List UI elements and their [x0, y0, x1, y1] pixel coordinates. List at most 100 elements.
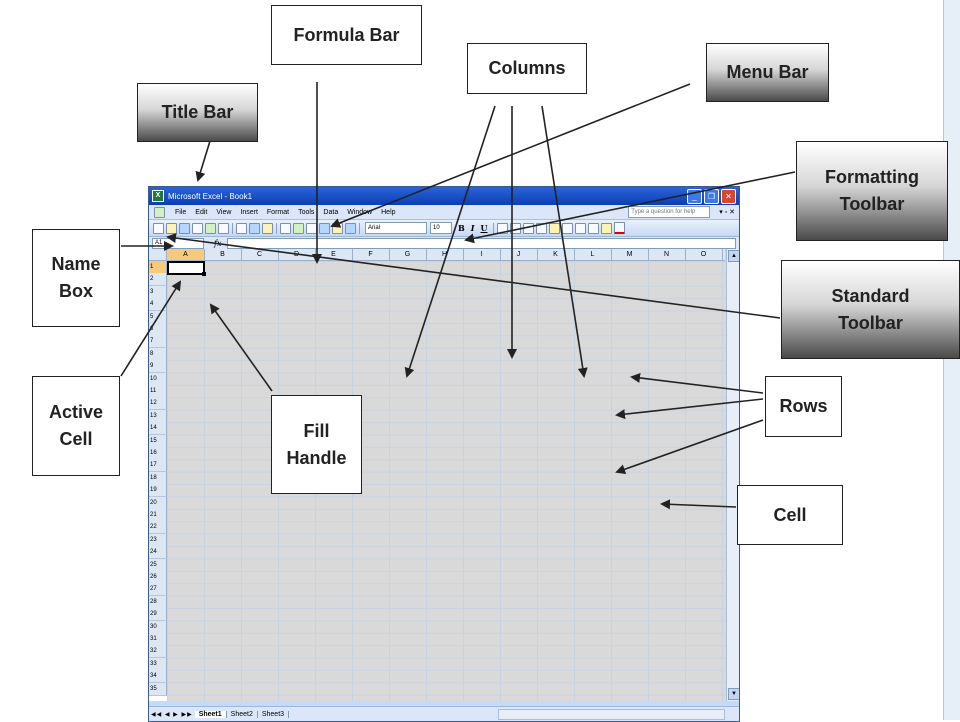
row-header-11[interactable]: 11 — [149, 385, 167, 398]
column-header-g[interactable]: G — [389, 249, 427, 260]
spelling-icon[interactable] — [218, 222, 229, 234]
name-box-input[interactable]: A1 — [152, 238, 204, 249]
column-header-f[interactable]: F — [352, 249, 390, 260]
row-header-12[interactable]: 12 — [149, 397, 167, 411]
font-size-select[interactable]: 10 — [430, 222, 452, 234]
align-right-icon[interactable] — [522, 222, 534, 234]
restore-icon[interactable]: ❐ — [704, 188, 719, 204]
row-header-22[interactable]: 22 — [149, 521, 167, 535]
row-header-5[interactable]: 5 — [149, 310, 167, 324]
align-center-icon[interactable] — [509, 222, 521, 234]
row-header-21[interactable]: 21 — [149, 509, 167, 522]
row-header-17[interactable]: 17 — [149, 459, 167, 473]
row-header-2[interactable]: 2 — [149, 273, 167, 287]
row-header-30[interactable]: 30 — [149, 620, 167, 634]
row-header-35[interactable]: 35 — [149, 682, 167, 696]
copy-icon[interactable] — [249, 222, 260, 234]
row-header-26[interactable]: 26 — [149, 571, 167, 584]
row-header-13[interactable]: 13 — [149, 409, 167, 423]
column-header-h[interactable]: H — [426, 249, 464, 260]
save-icon[interactable] — [179, 222, 190, 234]
menu-data[interactable]: Data — [323, 208, 339, 216]
row-header-28[interactable]: 28 — [149, 595, 167, 609]
help-icon[interactable] — [345, 222, 356, 234]
sheet-tab-2[interactable]: Sheet2 — [227, 710, 258, 718]
column-header-e[interactable]: E — [315, 249, 353, 260]
sheet-tab-1[interactable]: Sheet1 — [194, 710, 227, 718]
autosum-icon[interactable] — [306, 222, 317, 234]
cell-grid[interactable] — [167, 261, 725, 701]
row-header-14[interactable]: 14 — [149, 422, 167, 436]
fx-icon[interactable]: fx — [214, 239, 222, 248]
row-header-31[interactable]: 31 — [149, 633, 167, 646]
borders-icon[interactable] — [587, 222, 599, 234]
column-header-b[interactable]: B — [204, 249, 242, 260]
open-icon[interactable] — [166, 222, 177, 234]
menu-edit[interactable]: Edit — [195, 208, 208, 216]
horizontal-scrollbar[interactable] — [498, 708, 725, 720]
row-header-6[interactable]: 6 — [149, 323, 167, 336]
column-header-o[interactable]: O — [685, 249, 723, 260]
row-header-34[interactable]: 34 — [149, 670, 167, 684]
hyperlink-icon[interactable] — [293, 222, 304, 234]
merge-center-icon[interactable] — [535, 222, 547, 234]
column-header-d[interactable]: D — [278, 249, 316, 260]
column-header-n[interactable]: N — [648, 249, 686, 260]
new-icon[interactable] — [153, 222, 164, 234]
comma-icon[interactable] — [574, 222, 586, 234]
row-header-33[interactable]: 33 — [149, 657, 167, 671]
chart-wizard-icon[interactable] — [332, 222, 343, 234]
column-header-m[interactable]: M — [611, 249, 649, 260]
row-header-25[interactable]: 25 — [149, 558, 167, 572]
menu-view[interactable]: View — [216, 208, 232, 216]
row-header-3[interactable]: 3 — [149, 285, 167, 299]
row-header-8[interactable]: 8 — [149, 347, 167, 361]
row-header-27[interactable]: 27 — [149, 583, 167, 597]
align-left-icon[interactable] — [496, 222, 508, 234]
scroll-up-icon[interactable]: ▲ — [728, 250, 739, 262]
italic-button[interactable]: I — [470, 223, 475, 233]
active-cell[interactable] — [167, 261, 205, 275]
paste-icon[interactable] — [262, 222, 273, 234]
row-header-20[interactable]: 20 — [149, 496, 167, 510]
column-header-i[interactable]: I — [463, 249, 501, 260]
row-header-19[interactable]: 19 — [149, 484, 167, 498]
sheet-nav-icons[interactable]: ◀◀ ◀ ▶ ▶▶ — [151, 711, 193, 718]
menu-window[interactable]: Window — [347, 208, 373, 216]
fill-color-icon[interactable] — [600, 222, 612, 234]
minimize-icon[interactable]: _ — [687, 188, 702, 204]
formula-input[interactable] — [227, 238, 736, 249]
row-header-24[interactable]: 24 — [149, 546, 167, 560]
select-all-corner[interactable] — [149, 249, 167, 260]
row-header-16[interactable]: 16 — [149, 447, 167, 460]
underline-button[interactable]: U — [480, 223, 488, 233]
print-preview-icon[interactable] — [205, 222, 216, 234]
bold-button[interactable]: B — [458, 223, 465, 233]
row-header-4[interactable]: 4 — [149, 298, 167, 312]
row-header-9[interactable]: 9 — [149, 360, 167, 374]
fill-handle[interactable] — [202, 272, 206, 276]
help-search-input[interactable]: Type a question for help — [628, 206, 711, 218]
menu-insert[interactable]: Insert — [240, 208, 258, 216]
row-header-29[interactable]: 29 — [149, 608, 167, 622]
row-header-15[interactable]: 15 — [149, 434, 167, 448]
font-name-select[interactable]: Arial — [365, 222, 427, 234]
close-icon[interactable]: ✕ — [721, 188, 736, 204]
column-header-l[interactable]: L — [574, 249, 612, 260]
vertical-scrollbar[interactable]: ▲ ▼ — [726, 249, 739, 701]
row-header-10[interactable]: 10 — [149, 372, 167, 386]
percent-icon[interactable] — [561, 222, 573, 234]
row-header-32[interactable]: 32 — [149, 645, 167, 659]
doc-window-controls[interactable]: ▾ ▫ ✕ — [719, 209, 735, 216]
menu-tools[interactable]: Tools — [298, 208, 315, 216]
row-header-1[interactable]: 1 — [149, 261, 167, 274]
row-header-7[interactable]: 7 — [149, 335, 167, 349]
menu-file[interactable]: File — [175, 208, 187, 216]
menu-help[interactable]: Help — [381, 208, 396, 216]
undo-icon[interactable] — [280, 222, 291, 234]
column-header-a[interactable]: A — [167, 249, 205, 260]
column-header-k[interactable]: K — [537, 249, 575, 260]
font-color-icon[interactable] — [613, 222, 625, 234]
menu-format[interactable]: Format — [266, 208, 290, 216]
sheet-tab-3[interactable]: Sheet3 — [258, 710, 290, 718]
